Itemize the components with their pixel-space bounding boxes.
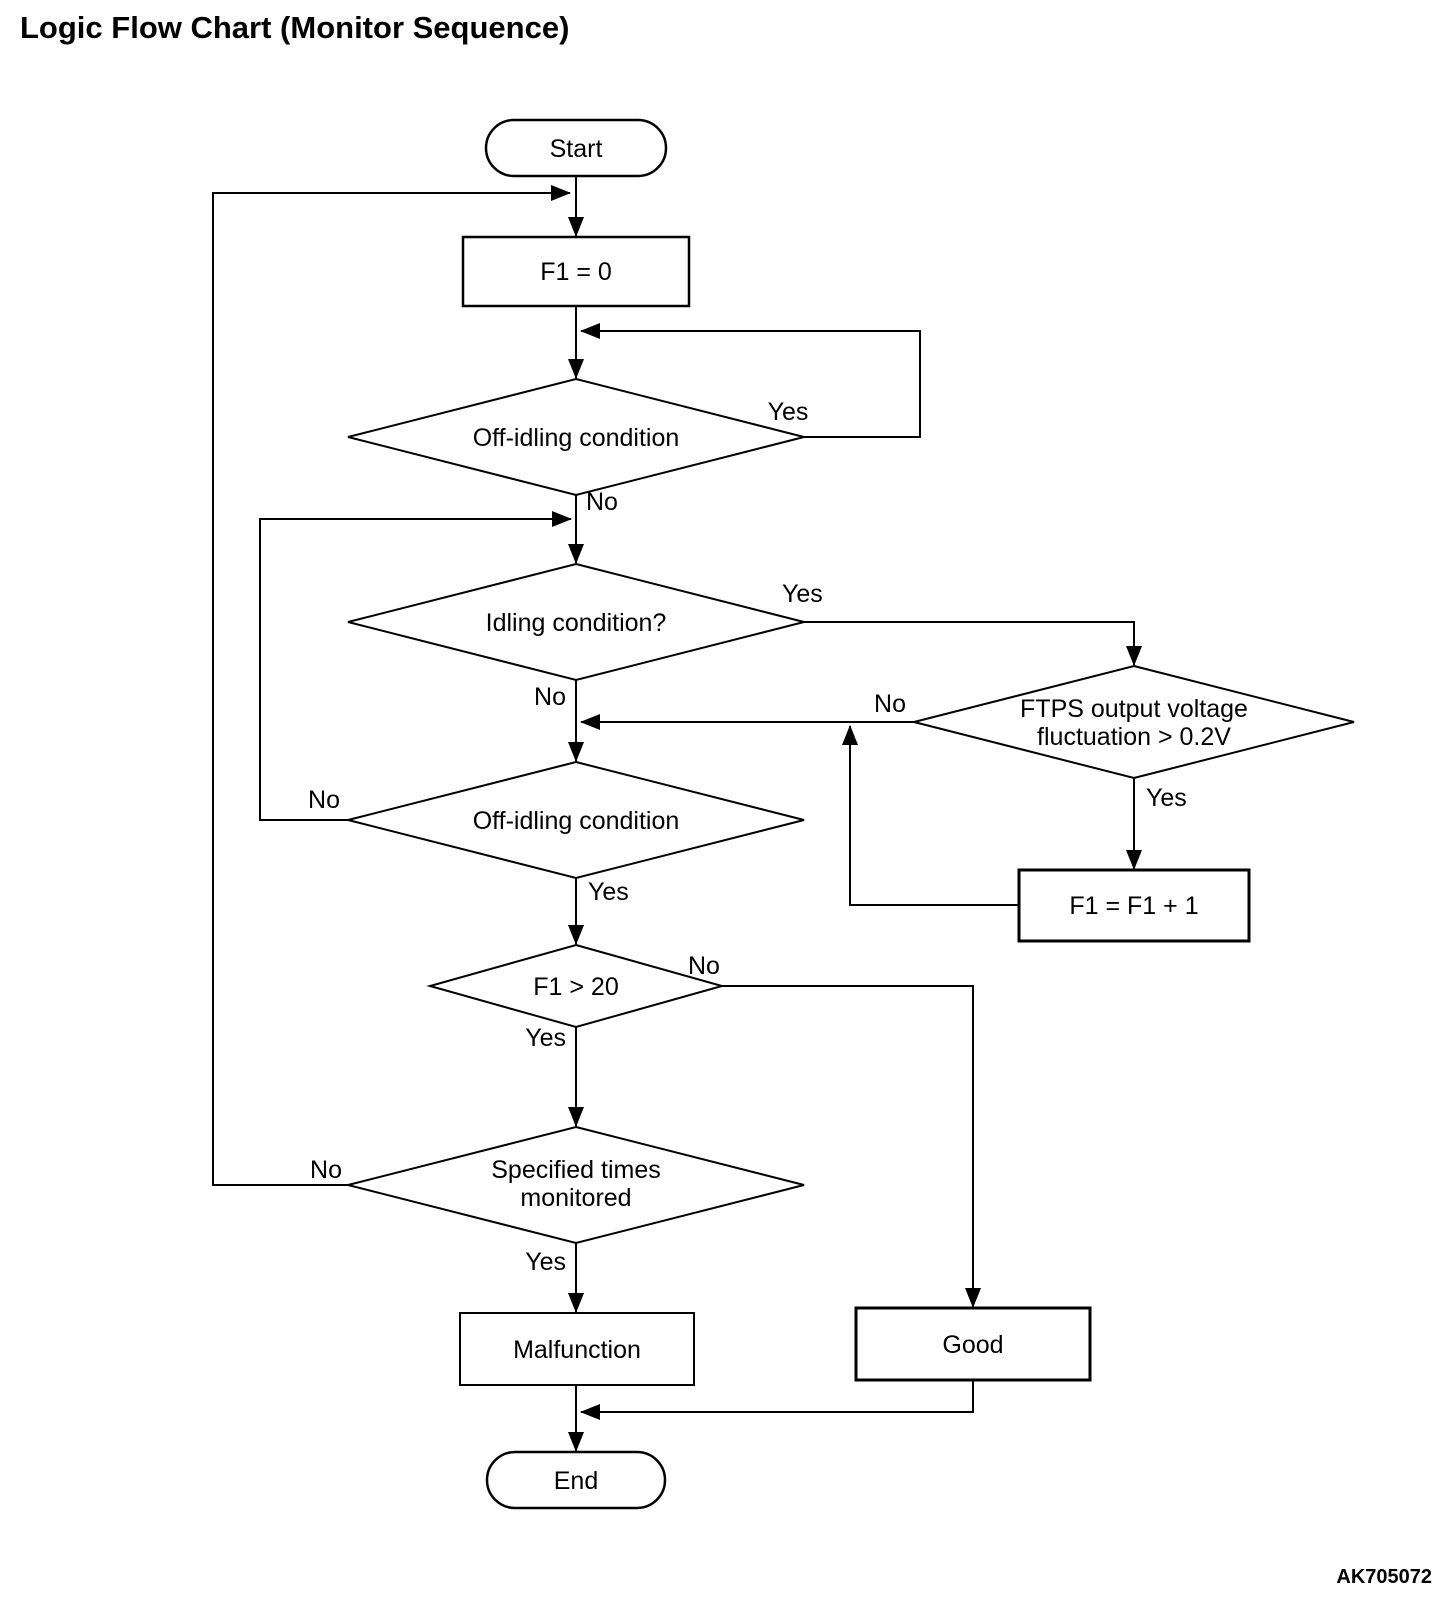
node-f1-gt-20 <box>426 943 726 1029</box>
node-specified-label-line1: Specified times <box>491 1156 661 1184</box>
node-f1-increment <box>1017 868 1251 943</box>
edge-label-specified-no: No <box>310 1156 342 1184</box>
edge-label-off-idling-1-no: No <box>586 488 618 516</box>
edge-label-ftps-yes: Yes <box>1146 784 1187 812</box>
figure-code: AK705072 <box>1336 1566 1432 1588</box>
edge-label-specified-yes: Yes <box>525 1248 566 1276</box>
node-ftps-label-line1: FTPS output voltage <box>1020 695 1248 723</box>
node-malfunction <box>459 1312 695 1386</box>
edge-label-idling-no: No <box>534 683 566 711</box>
node-good <box>854 1306 1092 1382</box>
node-off-idling-1-label: Off-idling condition <box>473 424 680 452</box>
node-specified-label-line2: monitored <box>520 1184 631 1212</box>
edge-label-ftps-no: No <box>874 690 906 718</box>
node-idling-label: Idling condition? <box>486 609 667 637</box>
node-off-idling-2 <box>347 760 805 880</box>
node-f1-zero-label: F1 = 0 <box>540 258 612 286</box>
node-idling <box>347 562 805 682</box>
edge-f1-increment-return <box>842 725 1019 906</box>
edge-label-off-idling-2-yes: Yes <box>588 878 629 906</box>
edge-f1-gt-20-no-to-good <box>722 985 981 1308</box>
node-good-label: Good <box>942 1331 1003 1359</box>
edge-label-f1-gt-20-yes: Yes <box>525 1024 566 1052</box>
edge-off-idling-1-yes-loop <box>580 323 921 438</box>
node-off-idling-2-label: Off-idling condition <box>473 807 680 835</box>
edge-label-idling-yes: Yes <box>782 580 823 608</box>
edge-idling-yes-to-ftps <box>804 621 1142 666</box>
edge-off-idling-2-no-loop <box>259 511 572 821</box>
node-f1-zero <box>461 235 691 308</box>
edge-specified-no-loop <box>212 185 571 1186</box>
edge-label-f1-gt-20-no: No <box>688 952 720 980</box>
node-start-label: Start <box>550 135 603 163</box>
node-end-label: End <box>554 1467 598 1495</box>
node-ftps-label-line2: fluctuation > 0.2V <box>1037 723 1231 751</box>
edge-good-join <box>580 1380 974 1420</box>
edge-label-off-idling-2-no: No <box>308 786 340 814</box>
node-ftps <box>913 664 1355 780</box>
node-specified <box>347 1125 805 1245</box>
edge-label-off-idling-1-yes: Yes <box>768 398 809 426</box>
node-end <box>485 1450 667 1510</box>
node-malfunction-label: Malfunction <box>513 1336 641 1364</box>
node-f1-increment-label: F1 = F1 + 1 <box>1069 892 1198 920</box>
node-off-idling-1 <box>347 377 805 497</box>
node-f1-gt-20-label: F1 > 20 <box>533 973 618 1001</box>
node-start <box>484 118 668 178</box>
page-title: Logic Flow Chart (Monitor Sequence) <box>20 10 569 45</box>
